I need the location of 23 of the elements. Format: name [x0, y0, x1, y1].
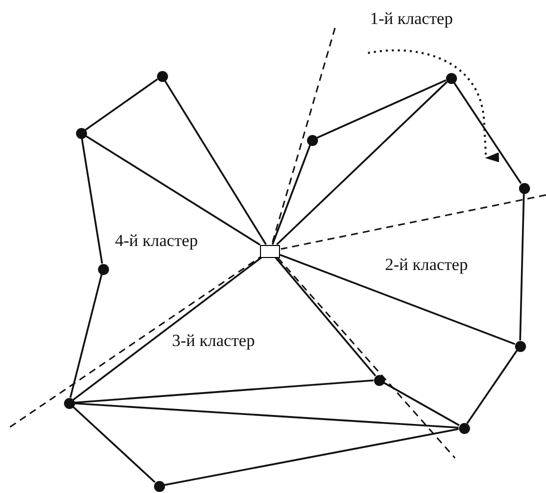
cluster-label: 3-й кластер — [172, 330, 255, 352]
connector-line — [164, 428, 459, 486]
connector-line — [74, 402, 459, 429]
connector-line — [85, 135, 260, 246]
square-node — [260, 244, 280, 258]
connector-line — [519, 193, 525, 341]
connector-line — [72, 256, 262, 400]
cluster-label: 4-й кластер — [115, 230, 198, 252]
connector-line — [276, 81, 448, 246]
connector-line — [72, 406, 156, 483]
cluster-label: 1-й кластер — [370, 8, 453, 30]
connector-line — [74, 380, 374, 404]
connector-line — [316, 79, 446, 139]
connector-line — [453, 82, 522, 184]
connector-line — [81, 138, 103, 264]
cluster-label: 2-й кластер — [385, 254, 468, 276]
connector-line — [164, 80, 267, 245]
connector-line — [272, 144, 311, 245]
connector-line — [84, 78, 158, 131]
connector-line — [280, 254, 516, 345]
connector-line — [466, 350, 518, 424]
connector-line — [69, 274, 103, 398]
connector-line — [383, 382, 460, 426]
